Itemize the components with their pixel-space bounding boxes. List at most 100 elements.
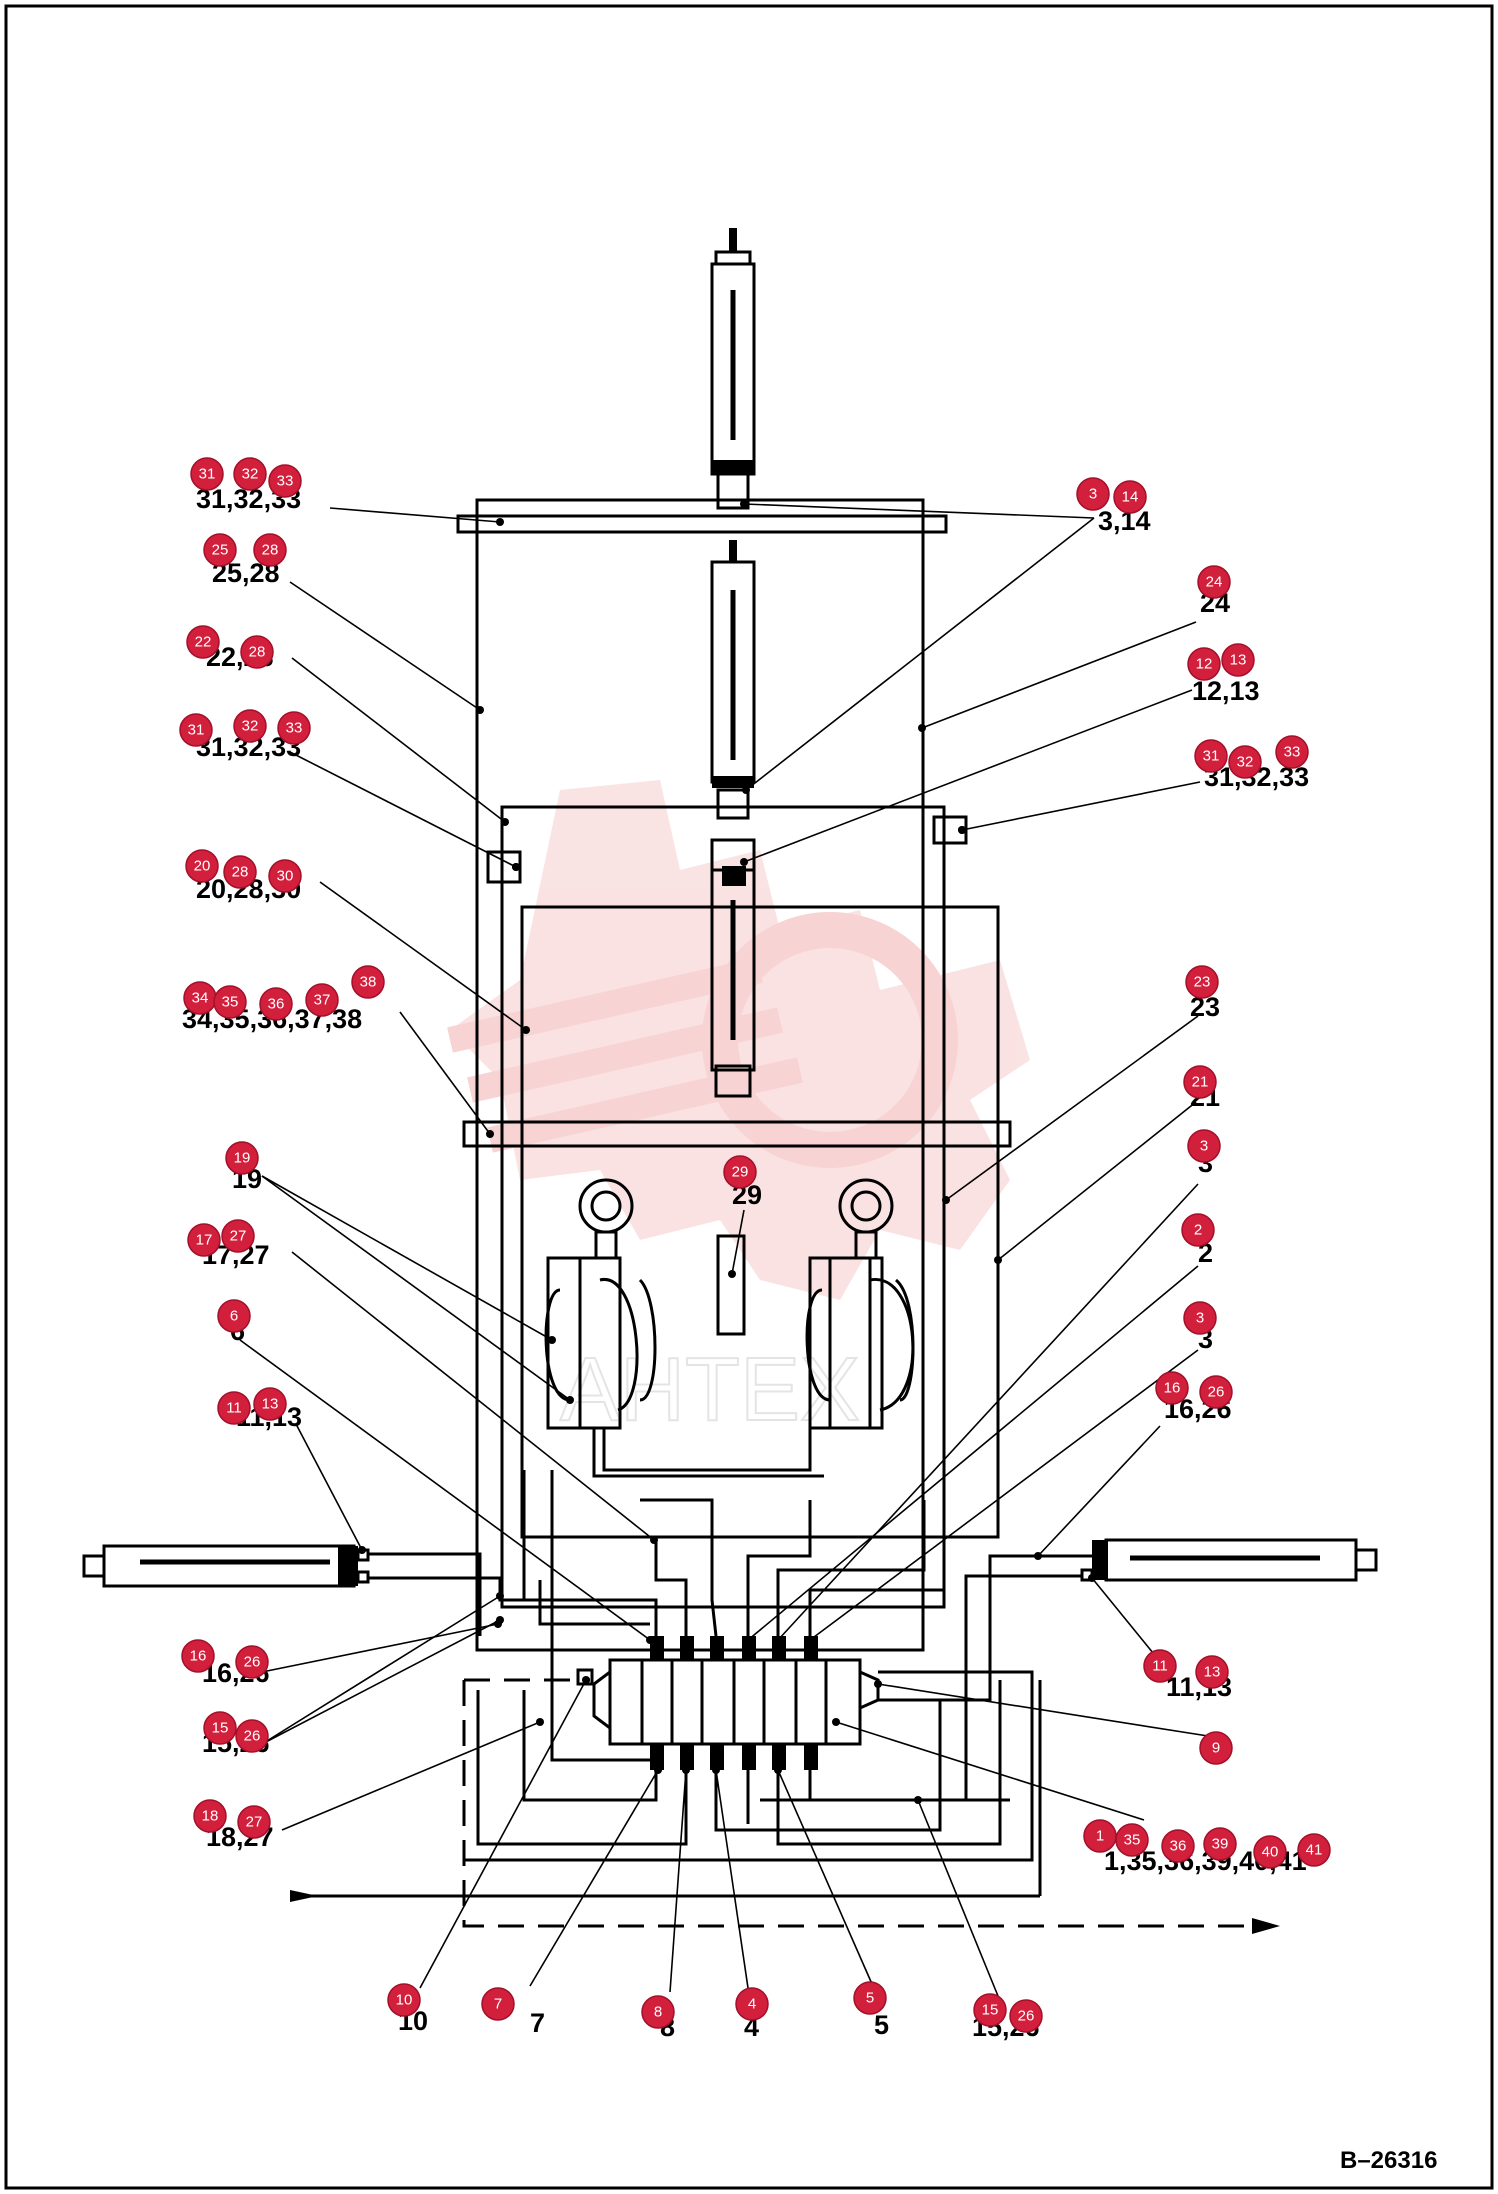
part-number-badge[interactable]: 3 — [1187, 1129, 1221, 1163]
part-number-badge[interactable]: 40 — [1253, 1835, 1287, 1869]
svg-text:3: 3 — [1196, 1310, 1204, 1327]
part-number-badge[interactable]: 13 — [253, 1387, 287, 1421]
svg-text:3: 3 — [1200, 1138, 1208, 1155]
part-number-badge[interactable]: 9 — [1199, 1731, 1233, 1765]
part-number-badge[interactable]: 32 — [233, 709, 267, 743]
leader-lines — [239, 500, 1209, 1997]
part-number-badge[interactable]: 13 — [1221, 643, 1255, 677]
part-number-badge[interactable]: 16 — [181, 1639, 215, 1673]
part-number-badge[interactable]: 15 — [203, 1711, 237, 1745]
svg-text:33: 33 — [286, 720, 303, 737]
svg-text:13: 13 — [1204, 1664, 1221, 1681]
part-number-badge[interactable]: 39 — [1203, 1827, 1237, 1861]
part-number-badge[interactable]: 21 — [1183, 1065, 1217, 1099]
part-number-badge[interactable]: 33 — [268, 464, 302, 498]
middle-cylinder — [710, 540, 756, 820]
part-number-badge[interactable]: 31 — [179, 713, 213, 747]
svg-text:26: 26 — [244, 1654, 261, 1671]
leader-dot — [501, 818, 509, 826]
svg-text:17: 17 — [196, 1232, 213, 1249]
part-number-badge[interactable]: 25 — [203, 533, 237, 567]
part-number-badge[interactable]: 16 — [1155, 1371, 1189, 1405]
part-number-badge[interactable]: 11 — [1143, 1649, 1177, 1683]
leader-line — [529, 1769, 659, 1987]
part-number-badge[interactable]: 28 — [253, 533, 287, 567]
part-number-badge[interactable]: 34 — [183, 981, 217, 1015]
part-number-badge[interactable]: 13 — [1195, 1655, 1229, 1689]
part-number-badge[interactable]: 5 — [853, 1981, 887, 2015]
callout-label: 12,13 — [1192, 676, 1260, 706]
part-number-badge[interactable]: 31 — [1194, 739, 1228, 773]
leader-line — [743, 503, 1095, 519]
part-number-badge[interactable]: 14 — [1113, 480, 1147, 514]
svg-text:35: 35 — [222, 994, 239, 1011]
part-number-badge[interactable]: 35 — [213, 985, 247, 1019]
part-number-badge[interactable]: 27 — [237, 1805, 271, 1839]
part-number-badge[interactable]: 29 — [723, 1155, 757, 1189]
leader-line — [877, 1683, 1209, 1737]
leader-dot — [496, 1616, 504, 1624]
part-number-badge[interactable]: 32 — [233, 457, 267, 491]
part-number-badge[interactable]: 10 — [387, 1983, 421, 2017]
part-number-badge[interactable]: 26 — [235, 1645, 269, 1679]
part-number-badge[interactable]: 8 — [641, 1995, 675, 2029]
part-number-badge[interactable]: 23 — [1185, 965, 1219, 999]
part-number-badge[interactable]: 28 — [223, 855, 257, 889]
svg-text:10: 10 — [396, 1992, 413, 2009]
part-number-badge[interactable]: 2 — [1181, 1213, 1215, 1247]
part-number-badge[interactable]: 38 — [351, 965, 385, 999]
part-number-badge[interactable]: 19 — [225, 1141, 259, 1175]
leader-dot — [582, 1676, 590, 1684]
part-number-badge[interactable]: 30 — [268, 859, 302, 893]
part-number-badge[interactable]: 31 — [190, 457, 224, 491]
leader-dot — [958, 826, 966, 834]
leader-line — [261, 1623, 499, 1673]
part-number-badge[interactable]: 18 — [193, 1799, 227, 1833]
svg-text:1: 1 — [1096, 1828, 1104, 1845]
part-number-badge[interactable]: 17 — [187, 1223, 221, 1257]
leader-line — [281, 1721, 541, 1831]
part-number-badge[interactable]: 24 — [1197, 565, 1231, 599]
part-number-badge[interactable]: 12 — [1187, 647, 1221, 681]
part-number-badge[interactable]: 37 — [305, 983, 339, 1017]
leader-line — [921, 621, 1197, 729]
part-number-badge[interactable]: 11 — [217, 1391, 251, 1425]
svg-text:31: 31 — [199, 466, 216, 483]
part-number-badge[interactable]: 20 — [185, 849, 219, 883]
leader-dot — [728, 1270, 736, 1278]
part-number-badge[interactable]: 35 — [1115, 1823, 1149, 1857]
part-number-badge[interactable]: 36 — [259, 987, 293, 1021]
part-number-badge[interactable]: 4 — [735, 1987, 769, 2021]
part-number-badge[interactable]: 22 — [186, 625, 220, 659]
svg-text:31: 31 — [1203, 748, 1220, 765]
part-number-badge[interactable]: 32 — [1228, 745, 1262, 779]
leader-line — [319, 881, 527, 1031]
leader-dot — [566, 1396, 574, 1404]
part-number-badge[interactable]: 7 — [481, 1987, 515, 2021]
part-number-badge[interactable]: 26 — [1199, 1375, 1233, 1409]
part-number-badge[interactable]: 1 — [1083, 1819, 1117, 1853]
part-number-badge[interactable]: 3 — [1076, 477, 1110, 511]
part-number-badge[interactable]: 33 — [1275, 735, 1309, 769]
svg-text:8: 8 — [654, 2004, 662, 2021]
part-number-badge[interactable]: 41 — [1297, 1833, 1331, 1867]
part-number-badge[interactable]: 27 — [221, 1219, 255, 1253]
part-number-badge[interactable]: 33 — [277, 711, 311, 745]
part-number-badge[interactable]: 26 — [235, 1719, 269, 1753]
leader-line — [399, 1011, 491, 1135]
part-number-badge[interactable]: 6 — [217, 1299, 251, 1333]
part-number-badge[interactable]: 15 — [973, 1993, 1007, 2027]
svg-text:24: 24 — [1206, 574, 1223, 591]
part-number-badge[interactable]: 26 — [1009, 1999, 1043, 2033]
page-border — [4, 4, 1494, 2190]
svg-text:41: 41 — [1306, 1842, 1323, 1859]
part-number-badge[interactable]: 3 — [1183, 1301, 1217, 1335]
part-number-badge[interactable]: 28 — [240, 635, 274, 669]
part-number-badge[interactable]: 36 — [1161, 1829, 1195, 1863]
